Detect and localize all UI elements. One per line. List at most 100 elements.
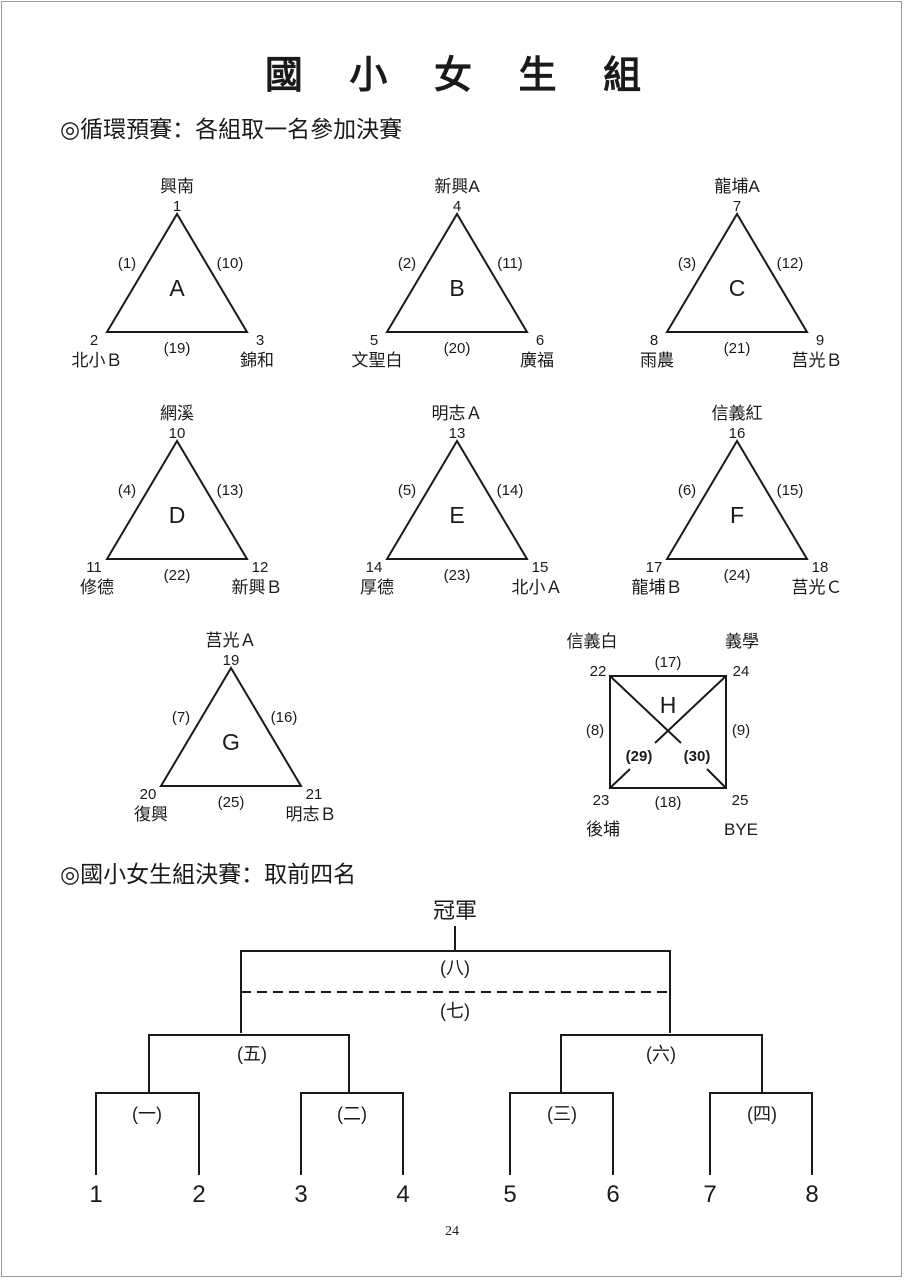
group-f-match-bottom: (24)	[724, 567, 751, 584]
bracket-qf2-line	[300, 1092, 404, 1175]
group-h-num-22: 22	[590, 663, 607, 680]
page-title: 國 小 女 生 組	[265, 54, 659, 97]
group-c-team-7: 龍埔A	[714, 177, 760, 196]
group-h-diagonal-a	[609, 675, 682, 744]
group-h-num-25: 25	[732, 792, 749, 809]
group-e-triangle	[385, 439, 529, 560]
bracket-semi-left-line	[148, 1034, 350, 1093]
group-g-team-20: 復興	[134, 805, 168, 824]
group-c-match-bottom: (21)	[724, 340, 751, 357]
group-h-team-22: 信義白	[567, 632, 618, 651]
group-c-match-right: (12)	[777, 255, 804, 272]
group-b-match-bottom: (20)	[444, 340, 471, 357]
group-g-team-21: 明志Ｂ	[286, 805, 337, 824]
group-b-match-left: (2)	[398, 255, 416, 272]
group-h-diagonal-a-end	[706, 768, 727, 789]
group-g-num-20: 20	[140, 786, 157, 803]
bracket-round-6: (六)	[646, 1044, 676, 1064]
group-a-match-right: (10)	[217, 255, 244, 272]
group-h-match-9: (9)	[732, 722, 750, 739]
group-c-team-9: 莒光Ｂ	[792, 351, 843, 370]
final-heading: ◎國小女生組決賽：取前四名	[60, 861, 356, 887]
group-g-num-19: 19	[223, 652, 240, 669]
group-e-match-bottom: (23)	[444, 567, 471, 584]
group-h-match-18: (18)	[655, 794, 682, 811]
group-c-num-8: 8	[650, 332, 658, 349]
group-h-team-23: 後埔	[586, 820, 620, 839]
bracket-qf4-line	[709, 1092, 813, 1175]
group-a-team-1: 興南	[160, 177, 194, 196]
group-b-num-5: 5	[370, 332, 378, 349]
group-d-team-11: 修德	[80, 578, 114, 597]
group-e-team-14: 厚德	[360, 578, 394, 597]
bracket-seed-8: 8	[805, 1181, 818, 1208]
bracket-round-1: (一)	[132, 1104, 162, 1124]
group-b-num-6: 6	[536, 332, 544, 349]
group-g-match-bottom: (25)	[218, 794, 245, 811]
bracket-seed-2: 2	[192, 1181, 205, 1208]
group-e-num-15: 15	[532, 559, 549, 576]
group-d-match-left: (4)	[118, 482, 136, 499]
group-d-num-12: 12	[252, 559, 269, 576]
group-c-num-7: 7	[733, 198, 741, 215]
bracket-round-3: (三)	[547, 1104, 577, 1124]
group-a-triangle	[105, 212, 249, 333]
bracket-seed-5: 5	[503, 1181, 516, 1208]
group-f-team-17: 龍埔Ｂ	[632, 578, 683, 597]
bracket-qf1-line	[95, 1092, 200, 1175]
group-a-num-1: 1	[173, 198, 181, 215]
group-h-square	[609, 675, 727, 789]
group-a-match-bottom: (19)	[164, 340, 191, 357]
group-b-team-5: 文聖白	[352, 351, 403, 370]
group-f-num-17: 17	[646, 559, 663, 576]
group-f-num-18: 18	[812, 559, 829, 576]
group-h-team-24: 義學	[725, 632, 759, 651]
group-f-triangle	[665, 439, 809, 560]
group-c-team-8: 雨農	[640, 351, 674, 370]
group-b-match-right: (11)	[497, 255, 523, 272]
bracket-semi-right-line	[560, 1034, 763, 1093]
group-b-team-4: 新興A	[434, 177, 480, 196]
group-h-num-24: 24	[733, 663, 750, 680]
group-b-num-4: 4	[453, 198, 461, 215]
group-e-match-right: (14)	[497, 482, 524, 499]
group-a-match-left: (1)	[118, 255, 136, 272]
bracket-seed-7: 7	[703, 1181, 716, 1208]
bracket-seed-6: 6	[606, 1181, 619, 1208]
group-d-triangle	[105, 439, 249, 560]
bracket-seed-4: 4	[396, 1181, 409, 1208]
page-number: 24	[445, 1224, 459, 1239]
group-f-num-16: 16	[729, 425, 746, 442]
group-a-team-3: 錦和	[240, 351, 274, 370]
bracket-round-7: (七)	[440, 1001, 470, 1021]
group-f-team-18: 莒光Ｃ	[792, 578, 843, 597]
group-c-match-left: (3)	[678, 255, 696, 272]
group-h-letter: H	[660, 692, 677, 718]
group-d-team-12: 新興Ｂ	[232, 578, 283, 597]
group-d-match-right: (13)	[217, 482, 244, 499]
bracket-seed-3: 3	[294, 1181, 307, 1208]
group-f-match-left: (6)	[678, 482, 696, 499]
group-d-match-bottom: (22)	[164, 567, 191, 584]
bracket-round-4: (四)	[747, 1104, 777, 1124]
group-a-num-2: 2	[90, 332, 98, 349]
group-g-triangle	[159, 666, 303, 787]
group-f-team-16: 信義紅	[712, 404, 763, 423]
group-c-num-9: 9	[816, 332, 824, 349]
group-f-letter: F	[730, 502, 744, 528]
group-a-team-2: 北小Ｂ	[72, 351, 123, 370]
group-g-team-19: 莒光Ａ	[206, 631, 257, 650]
bracket-qf3-line	[509, 1092, 614, 1175]
group-d-num-10: 10	[169, 425, 186, 442]
final-bracket	[95, 926, 813, 1175]
group-a-letter: A	[169, 275, 185, 301]
group-b-team-6: 廣福	[520, 351, 554, 370]
group-e-num-14: 14	[366, 559, 383, 576]
group-b-triangle	[385, 212, 529, 333]
group-e-match-left: (5)	[398, 482, 416, 499]
group-g-letter: G	[222, 729, 240, 755]
group-e-team-13: 明志Ａ	[432, 404, 483, 423]
